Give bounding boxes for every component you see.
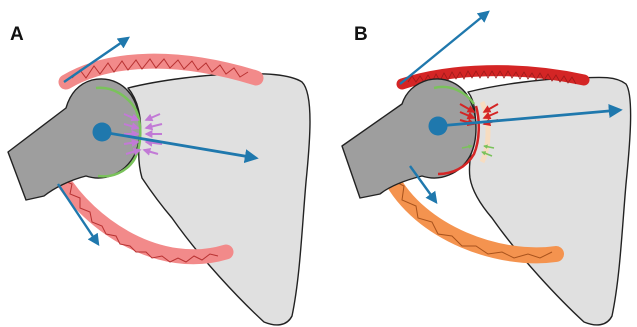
panel-b-label: B — [354, 24, 368, 45]
panel-a: A — [8, 24, 310, 325]
panel-b-center-of-rotation — [429, 117, 448, 136]
panel-b: B — [342, 12, 631, 325]
panel-a-scapula — [128, 74, 310, 325]
panel-a-humerus — [8, 79, 140, 200]
panel-a-center-of-rotation — [93, 123, 112, 142]
panel-b-humerus — [342, 79, 476, 198]
panel-a-label: A — [10, 24, 24, 45]
